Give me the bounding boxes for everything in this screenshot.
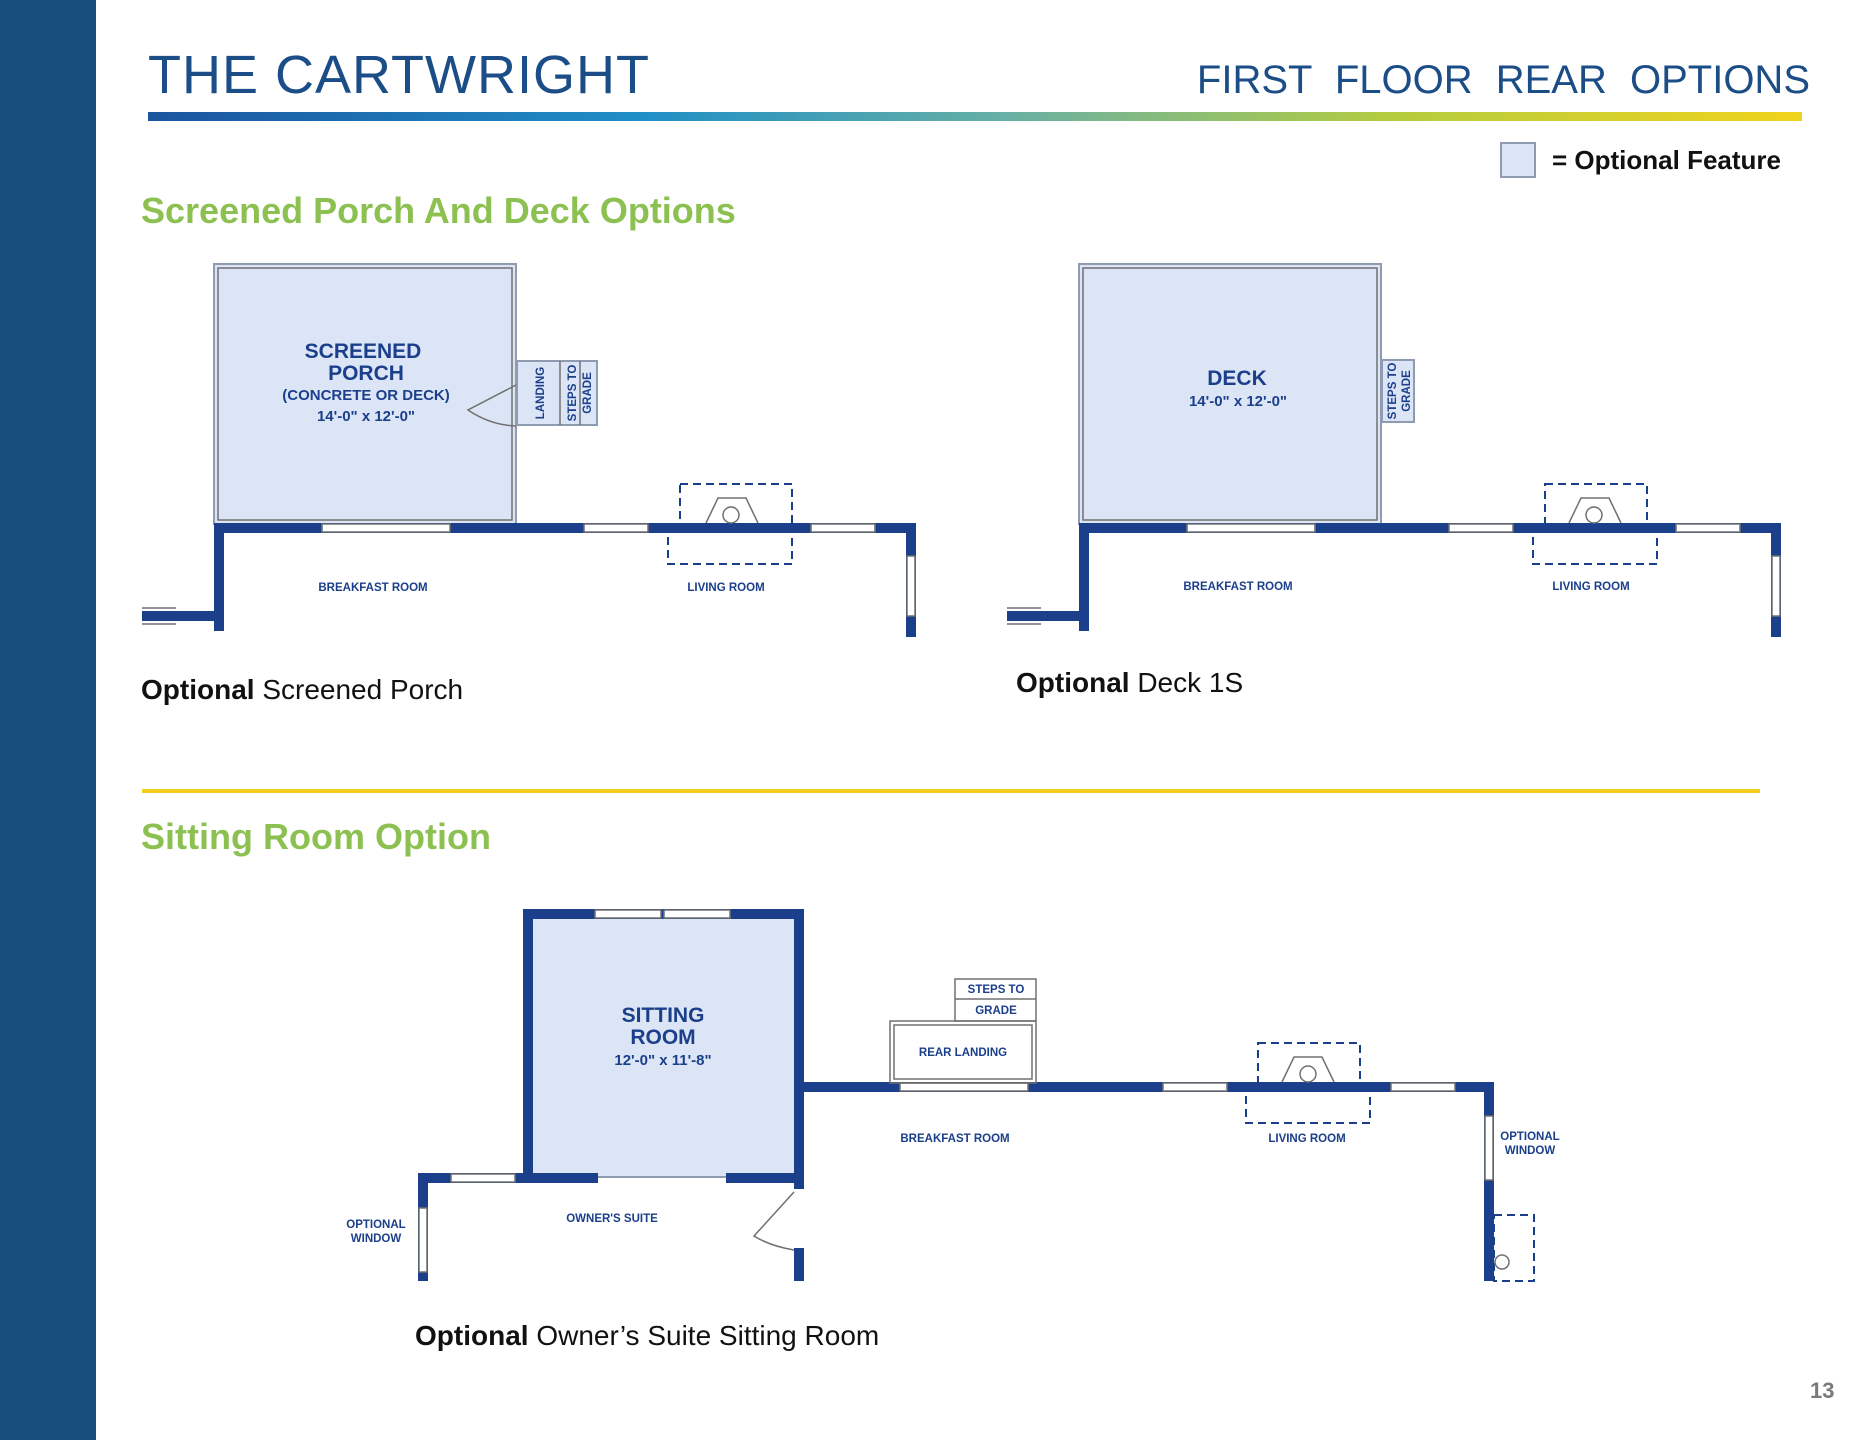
porch-plan-fireplace-box [679, 483, 793, 527]
owners-suite-label: OWNER'S SUITE [566, 1213, 658, 1225]
deck-plan-window-1 [1448, 523, 1514, 533]
sitting-room-name-2: ROOM [630, 1026, 695, 1049]
deck-plan-fireplace-hearth [1532, 531, 1658, 565]
owners-suite-optional-window [418, 1207, 428, 1273]
legend-label: = Optional Feature [1552, 144, 1781, 175]
owners-suite-door-swing [752, 1191, 795, 1251]
deck-steps-label-2: GRADE [1401, 370, 1413, 412]
deck-room-dims: 14'-0" x 12'-0" [1189, 393, 1287, 410]
section-heading-sitting: Sitting Room Option [141, 816, 491, 857]
page-title: THE CARTWRIGHT [148, 45, 650, 105]
plan-deck: DECK 14'-0" x 12'-0" STEPS TO GRADE BREA… [1007, 263, 1781, 637]
sitting-plan-rear-wall [804, 1082, 1494, 1092]
deck-plan-slider-door [1186, 523, 1316, 533]
owners-suite-top-wall-right [726, 1173, 804, 1183]
deck-frame [1082, 267, 1378, 521]
sitting-room-window-2 [663, 909, 731, 919]
caption-sitting-text: Owner’s Suite Sitting Room [528, 1320, 880, 1351]
optional-window-right-label-1: OPTIONAL [1500, 1131, 1559, 1143]
porch-plan-window-2 [810, 523, 876, 533]
section-divider [142, 789, 1760, 793]
sitting-plan-window-1 [1162, 1082, 1228, 1092]
sitting-plan-window-2 [1390, 1082, 1456, 1092]
deck-room-name: DECK [1207, 367, 1267, 390]
deck-plan-left-stub [1007, 611, 1087, 621]
caption-sitting: Optional Owner’s Suite Sitting Room [415, 1320, 879, 1352]
optional-window-right-label-2: WINDOW [1505, 1145, 1556, 1157]
owners-suite-window [450, 1173, 516, 1183]
deck-plan-living-label: LIVING ROOM [1552, 581, 1629, 593]
porch-plan-left-stub [142, 611, 222, 621]
steps-to-grade [954, 978, 1037, 1022]
porch-landing-label: LANDING [535, 367, 547, 419]
porch-plan-breakfast-label: BREAKFAST ROOM [318, 582, 427, 594]
sitting-steps-label-2: GRADE [975, 1005, 1017, 1017]
caption-deck: Optional Deck 1S [1016, 667, 1243, 699]
caption-deck-bold: Optional [1016, 667, 1130, 698]
optional-window-left-label-2: WINDOW [351, 1233, 402, 1245]
deck-plan-fireplace-box [1544, 483, 1648, 527]
caption-porch-bold: Optional [141, 674, 255, 705]
deck-plan-fireplace-icon [1585, 506, 1603, 524]
sitting-room-dims: 12'-0" x 11'-8" [614, 1052, 711, 1069]
sitting-room-window-1 [594, 909, 662, 919]
legend-swatch [1500, 142, 1536, 178]
porch-room-name-2: PORCH [328, 362, 404, 385]
porch-door-swing [466, 384, 517, 427]
sitting-plan-corner-fireplace [1493, 1214, 1535, 1282]
porch-plan-fireplace-hearth [667, 531, 793, 565]
page-subtitle: FIRST FLOOR REAR OPTIONS [1196, 58, 1810, 102]
sitting-plan-slider-door [899, 1082, 1029, 1092]
porch-steps-label-2: GRADE [582, 372, 594, 414]
porch-landing-area [516, 360, 598, 426]
deck-plan-side-window [1771, 555, 1781, 617]
screened-porch-frame [217, 267, 513, 521]
sitting-plan-living-label: LIVING ROOM [1268, 1133, 1345, 1145]
porch-plan-window-1 [583, 523, 649, 533]
deck-steps-area [1381, 359, 1415, 423]
sitting-room-left-wall [523, 909, 533, 1179]
porch-room-name-1: SCREENED [305, 340, 422, 363]
plan-sitting-room: SITTING ROOM 12'-0" x 11'-8" STEPS TO GR… [346, 909, 1560, 1282]
deck-steps-label-1: STEPS TO [1387, 363, 1399, 420]
optional-window-left-label-1: OPTIONAL [346, 1219, 405, 1231]
porch-plan-living-label: LIVING ROOM [687, 582, 764, 594]
header-gradient-rule [148, 112, 1802, 121]
porch-room-dims: 14'-0" x 12'-0" [317, 408, 415, 425]
porch-room-note: (CONCRETE OR DECK) [282, 387, 450, 404]
sitting-room-name-1: SITTING [622, 1004, 705, 1027]
sitting-steps-label-1: STEPS TO [968, 984, 1025, 996]
rear-landing-label: REAR LANDING [919, 1047, 1007, 1059]
porch-plan-side-window [906, 555, 916, 617]
sitting-plan-optional-window [1484, 1115, 1494, 1181]
caption-porch: Optional Screened Porch [141, 674, 463, 706]
porch-plan-fireplace-icon [722, 506, 740, 524]
porch-plan-rear-wall [214, 523, 916, 533]
owners-suite-right-wall-stub [794, 1248, 804, 1281]
porch-steps-label-1: STEPS TO [567, 365, 579, 422]
deck-plan-breakfast-label: BREAKFAST ROOM [1183, 581, 1292, 593]
plan-screened-porch: SCREENED PORCH (CONCRETE OR DECK) 14'-0"… [142, 263, 916, 637]
deck-plan-rear-wall [1079, 523, 1781, 533]
porch-plan-left-wall [214, 523, 224, 631]
legend: = Optional Feature [1500, 142, 1781, 178]
deck-plan-window-2 [1675, 523, 1741, 533]
sitting-plan-fireplace-box [1257, 1042, 1361, 1086]
sitting-plan-fireplace-hearth [1245, 1090, 1371, 1124]
sitting-plan-breakfast-label: BREAKFAST ROOM [900, 1133, 1009, 1145]
caption-deck-text: Deck 1S [1129, 667, 1244, 698]
caption-sitting-bold: Optional [415, 1320, 529, 1351]
porch-plan-slider-door [321, 523, 451, 533]
caption-porch-text: Screened Porch [254, 674, 464, 705]
side-bar [0, 0, 96, 1440]
sitting-plan-right-wall [1484, 1082, 1494, 1281]
deck-plan-left-wall [1079, 523, 1089, 631]
sitting-room-right-wall [794, 909, 804, 1189]
section-heading-porch-deck: Screened Porch And Deck Options [141, 190, 736, 231]
page-number: 13 [1810, 1378, 1835, 1403]
screened-porch-room [213, 263, 517, 525]
deck-room [1078, 263, 1382, 525]
sitting-plan-fireplace-icon [1299, 1065, 1317, 1083]
